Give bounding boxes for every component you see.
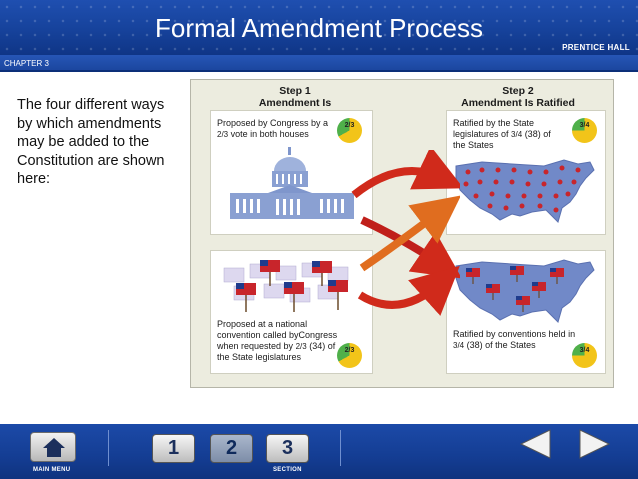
step1-number: Step 1 [279,85,311,97]
text-part: (34) of the State legislatures [217,341,336,362]
step2-number: Step 2 [502,85,534,97]
process-arrows-icon [351,150,460,316]
two-thirds-pie-icon: 2/3 [337,118,362,143]
pie-label: 3/4 [579,122,590,129]
text-part: vote in both houses [230,129,309,139]
next-button[interactable] [574,427,614,461]
text-part: (38) of the States [453,129,551,150]
text-part: Ratified by conventions held in [453,329,576,339]
nav-divider [340,430,341,466]
home-icon [43,438,65,457]
pie-label: 2/3 [344,347,355,354]
publisher-logo: PRENTICE HALL [562,43,630,52]
pie-label: 2/3 [344,122,355,129]
bottom-nav-bar [0,424,638,479]
text-part: Proposed by Congress by a [217,118,329,128]
two-thirds-pie-icon: 2/3 [337,343,362,368]
convention-signs-icon [223,260,349,312]
header-star-pattern [0,0,638,55]
us-map-stars-icon [455,159,595,223]
congress-proposal-text: Proposed by Congress by a 2/3 vote in bo… [217,118,332,140]
text-part: (38) of the States [466,340,536,350]
convention-ratification-text: Ratified by conventions held in 3/4 (38)… [453,329,578,351]
chapter-bar: CHAPTER 3 [0,55,638,72]
three-fourths-pie-icon: 3/4 [572,343,597,368]
us-map-signs-icon [455,259,595,323]
fraction: 3/4 [511,130,523,139]
convention-proposal-text: Proposed at a national convention called… [217,319,347,363]
section-label: SECTION [273,467,302,473]
fraction: 2/3 [295,342,307,351]
section-2-button[interactable]: 2 [210,434,253,463]
section-3-button[interactable]: 3 [266,434,309,463]
page-title: Formal Amendment Process [154,13,483,43]
header-bar: Formal Amendment Process PRENTICE HALL [0,0,638,55]
pie-label: 3/4 [579,347,590,354]
capitol-building-icon [230,147,354,219]
text-part: Proposed at a national convention called… [217,319,338,351]
step2-title: Amendment Is Ratified [461,97,575,109]
description-text: The four different ways by which amendme… [17,97,165,187]
main-menu-label: MAIN MENU [33,467,71,473]
fraction: 2/3 [217,130,229,139]
previous-button[interactable] [516,427,556,461]
chapter-label: CHAPTER 3 [4,59,49,68]
legislature-ratification-text: Ratified by the State legislatures of 3/… [453,118,563,151]
three-fourths-pie-icon: 3/4 [572,118,597,143]
step2-heading: Step 2 Amendment Is Ratified [458,85,578,109]
main-menu-button[interactable] [30,432,76,462]
fraction: 3/4 [453,341,465,350]
section-1-button[interactable]: 1 [152,434,195,463]
nav-divider [108,430,109,466]
text-part: Ratified by the State legislatures of [453,118,535,139]
